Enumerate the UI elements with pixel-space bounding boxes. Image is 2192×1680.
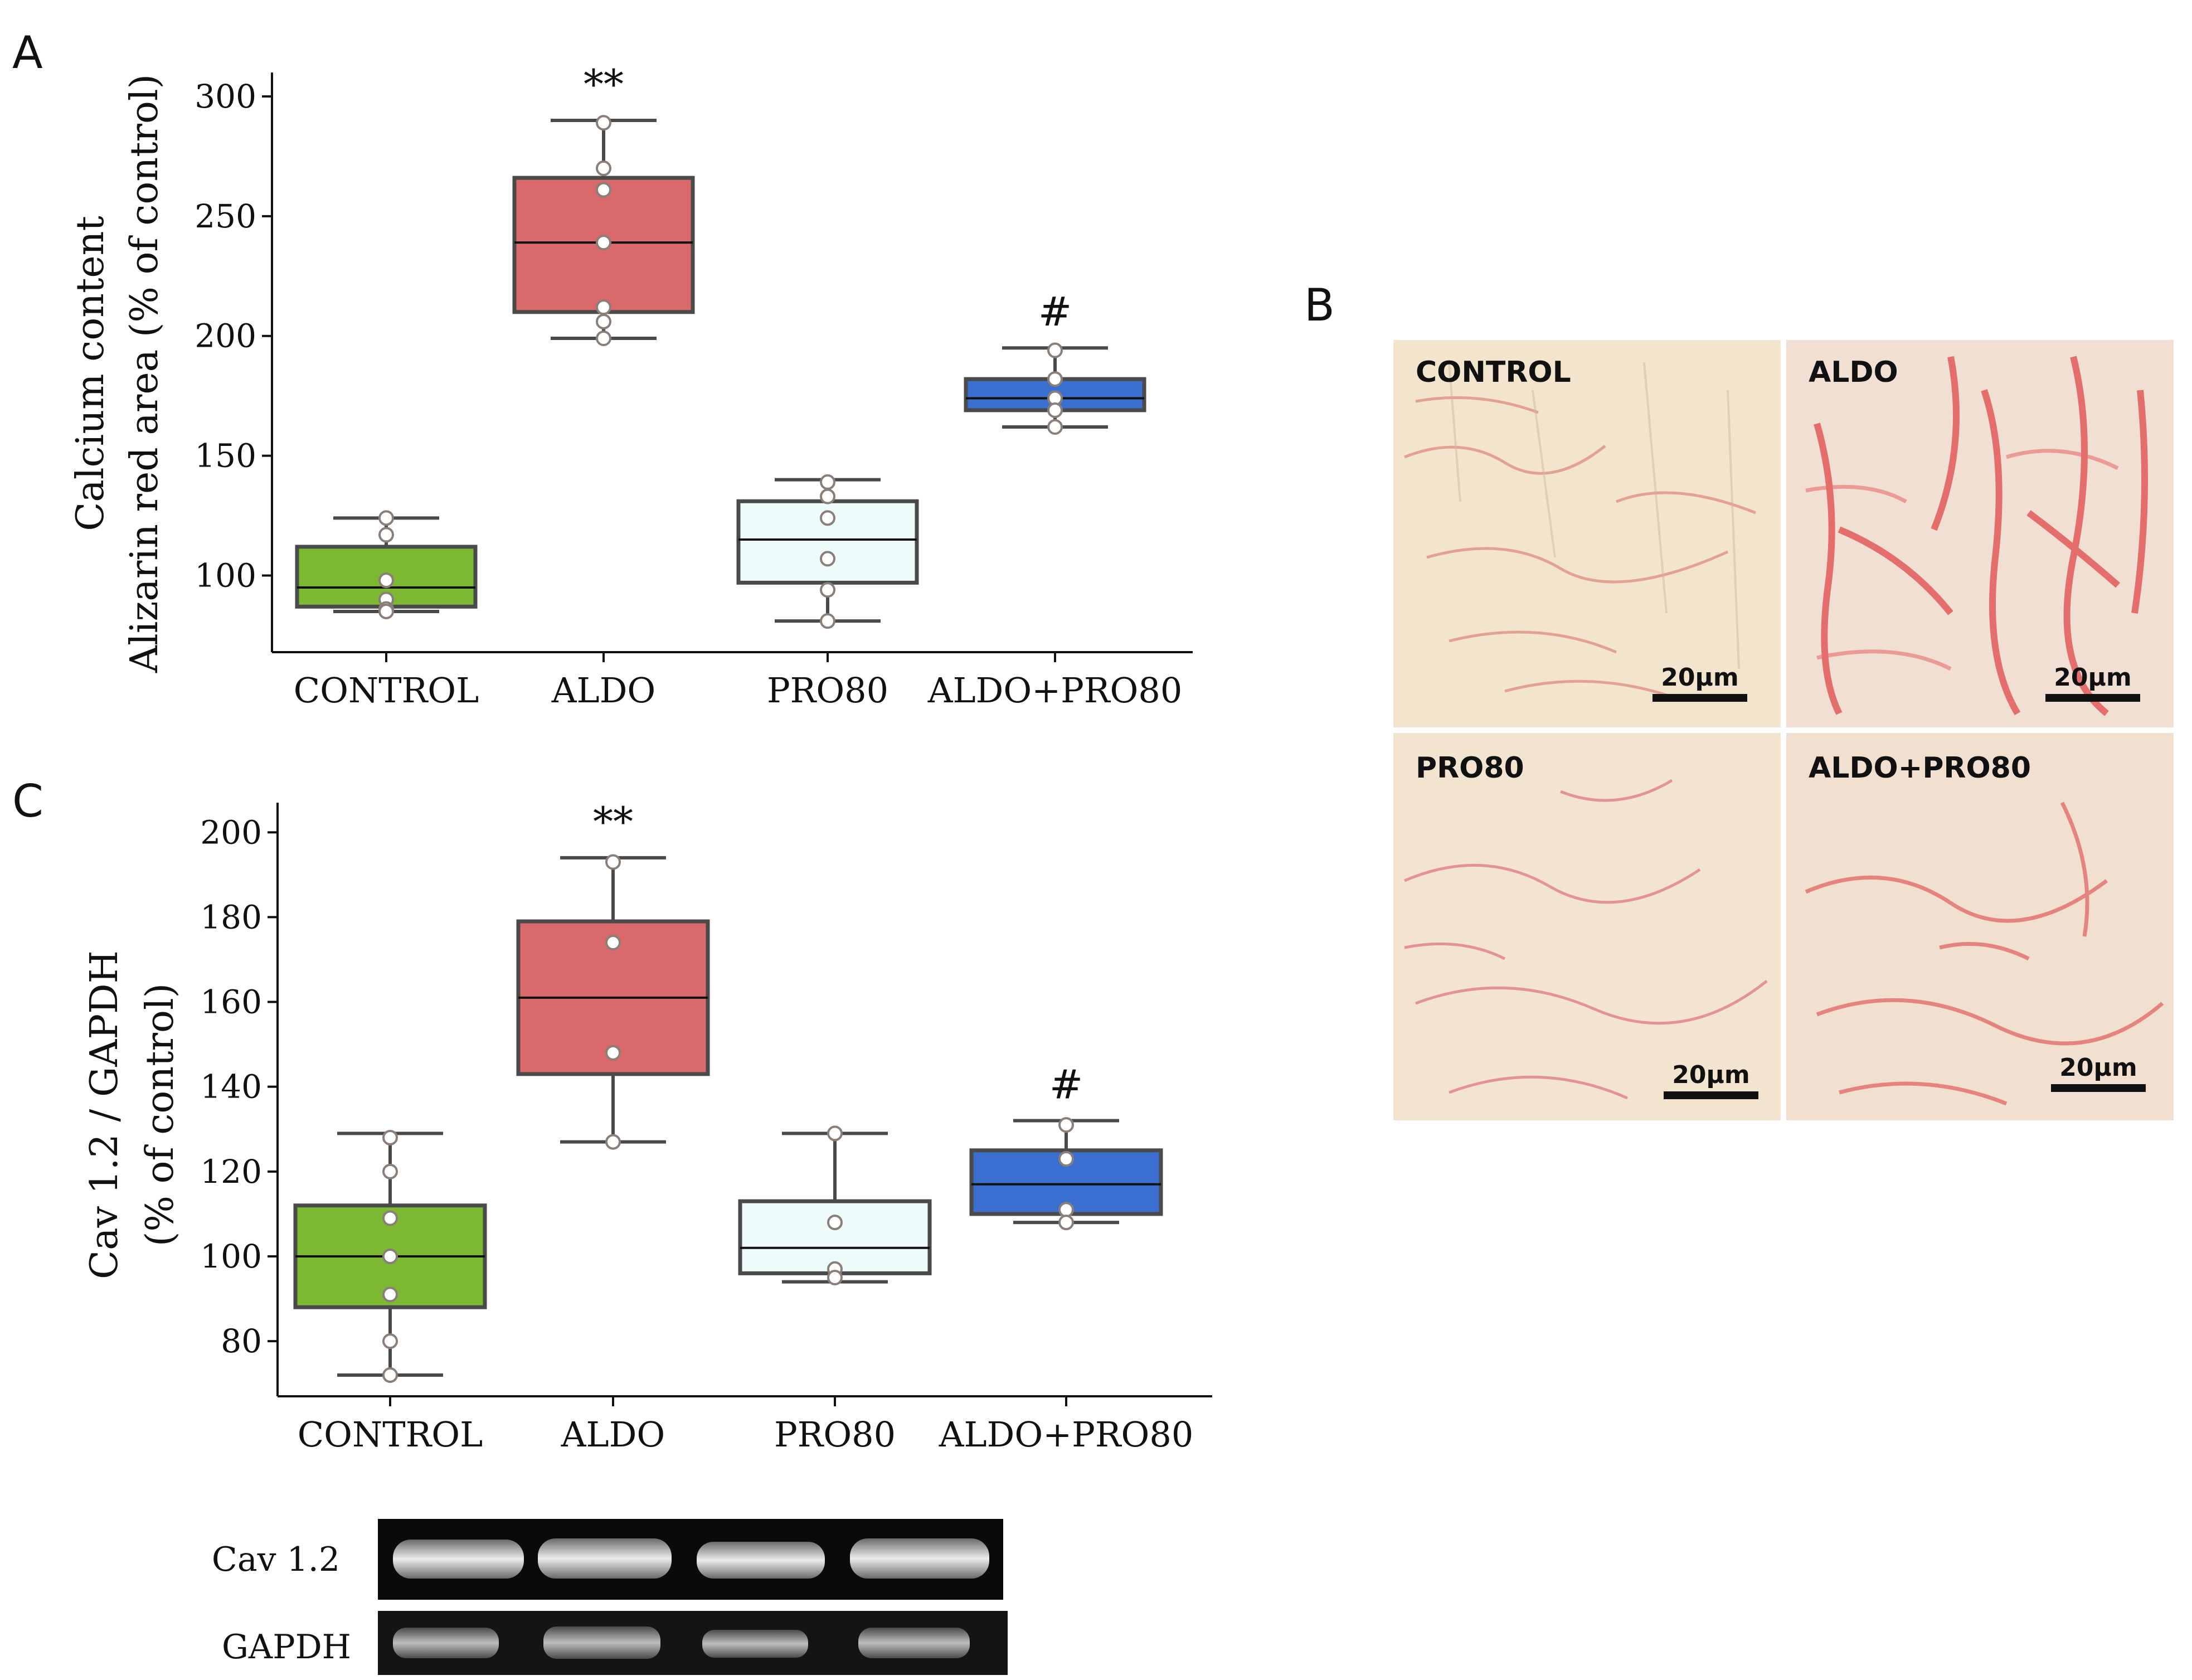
data-point [378, 572, 394, 589]
data-point [605, 854, 621, 870]
data-point [382, 1286, 398, 1303]
data-point [1047, 371, 1063, 387]
panel-a-letter: A [12, 27, 43, 79]
significance-mark: # [1049, 1061, 1083, 1108]
micrograph-aldo-scalebar [2045, 694, 2140, 702]
data-point [820, 551, 835, 567]
panel-c-letter: C [12, 775, 43, 827]
y-tick-label: 250 [195, 197, 256, 235]
chart-a-ylabel-2: Alizarin red area (% of control) [123, 74, 167, 673]
western-blot: Cav 1.2 GAPDH [212, 1519, 1008, 1675]
y-tick-label: 180 [200, 898, 262, 936]
y-tick-label: 80 [221, 1322, 262, 1360]
blot-gapdh-label: GAPDH [222, 1628, 351, 1667]
x-tick-label: PRO80 [774, 1414, 896, 1455]
data-point [827, 1215, 843, 1231]
micrograph-pro80-scale: 20µm [1672, 1061, 1749, 1089]
x-tick-label: ALDO+PRO80 [927, 670, 1183, 711]
data-point [1047, 419, 1063, 435]
panel-b-letter: B [1304, 279, 1335, 331]
data-point [820, 613, 835, 629]
blot-cav-bands [393, 1538, 989, 1579]
data-point [1047, 402, 1063, 418]
y-tick-label: 140 [200, 1068, 262, 1106]
significance-mark: ** [593, 798, 633, 845]
x-tick-label: ALDO+PRO80 [939, 1414, 1194, 1455]
data-point [820, 582, 835, 598]
x-tick-label: ALDO [551, 670, 655, 711]
data-point [1047, 342, 1063, 358]
chart-a-ylabel: Calcium content [69, 216, 113, 531]
data-point [382, 1367, 398, 1383]
significance-mark: ** [584, 61, 624, 108]
micrograph-control: CONTROL 20µm [1393, 340, 1781, 727]
data-point [596, 299, 611, 315]
blot-gapdh-bands [393, 1626, 970, 1659]
micrograph-aldo-label: ALDO [1809, 356, 1898, 389]
micrograph-grid: CONTROL 20µm ALDO 20µm PRO80 20µm ALDO+P… [1393, 340, 2174, 1120]
micrograph-aldo-pro80: ALDO+PRO80 20µm [1786, 733, 2174, 1120]
data-point [596, 235, 611, 251]
x-tick-label: ALDO [561, 1414, 665, 1455]
significance-mark: # [1038, 288, 1072, 335]
data-point [1058, 1202, 1074, 1218]
data-point [382, 1163, 398, 1179]
data-point [1058, 1151, 1074, 1167]
micrograph-control-scalebar [1652, 694, 1747, 702]
micrograph-aldo-pro80-scalebar [2051, 1084, 2146, 1092]
micrograph-control-label: CONTROL [1416, 356, 1571, 389]
data-point [605, 935, 621, 951]
data-point [596, 160, 611, 176]
y-tick-label: 200 [200, 813, 262, 851]
micrograph-aldo-pro80-label: ALDO+PRO80 [1809, 751, 2031, 785]
micrograph-aldo-pro80-scale: 20µm [2059, 1053, 2137, 1082]
micrograph-aldo-scale: 20µm [2054, 663, 2131, 692]
micrograph-pro80-scalebar [1664, 1091, 1758, 1099]
data-point [827, 1125, 843, 1142]
data-point [382, 1248, 398, 1264]
data-point [596, 115, 611, 131]
data-point [596, 313, 611, 329]
chart-a: Calcium content Alizarin red area (% of … [69, 61, 1193, 711]
y-tick-label: 300 [195, 77, 256, 115]
data-point [827, 1270, 843, 1285]
data-point [382, 1210, 398, 1226]
data-point [820, 488, 835, 504]
y-tick-label: 150 [195, 437, 256, 475]
y-tick-label: 100 [195, 556, 256, 594]
box-aldo [512, 176, 695, 314]
data-point [382, 1129, 398, 1145]
chart-c-ylabel: Cav 1.2 / GAPDH [82, 950, 127, 1279]
x-tick-label: PRO80 [767, 670, 888, 711]
data-point [820, 510, 835, 526]
data-point [378, 603, 394, 619]
data-point [596, 331, 611, 347]
micrograph-pro80-label: PRO80 [1416, 751, 1524, 785]
x-tick-label: CONTROL [294, 670, 479, 711]
y-tick-label: 160 [200, 983, 262, 1021]
chart-c-ylabel-2: (% of control) [138, 983, 182, 1246]
data-point [382, 1333, 398, 1349]
y-tick-label: 100 [200, 1237, 262, 1275]
data-point [1058, 1215, 1074, 1231]
data-point [378, 510, 394, 526]
data-point [1058, 1117, 1074, 1133]
y-tick-label: 200 [195, 317, 256, 355]
data-point [820, 474, 835, 490]
micrograph-pro80: PRO80 20µm [1393, 733, 1781, 1120]
x-tick-label: CONTROL [298, 1414, 483, 1455]
data-point [605, 1045, 621, 1061]
y-tick-label: 120 [200, 1153, 262, 1191]
data-point [605, 1134, 621, 1150]
blot-cav-label: Cav 1.2 [212, 1540, 340, 1579]
micrograph-aldo: ALDO 20µm [1786, 340, 2174, 727]
micrograph-control-scale: 20µm [1661, 663, 1738, 692]
data-point [378, 527, 394, 543]
chart-c: Cav 1.2 / GAPDH (% of control) 80 100 120 1… [82, 798, 1212, 1455]
data-point [596, 182, 611, 198]
